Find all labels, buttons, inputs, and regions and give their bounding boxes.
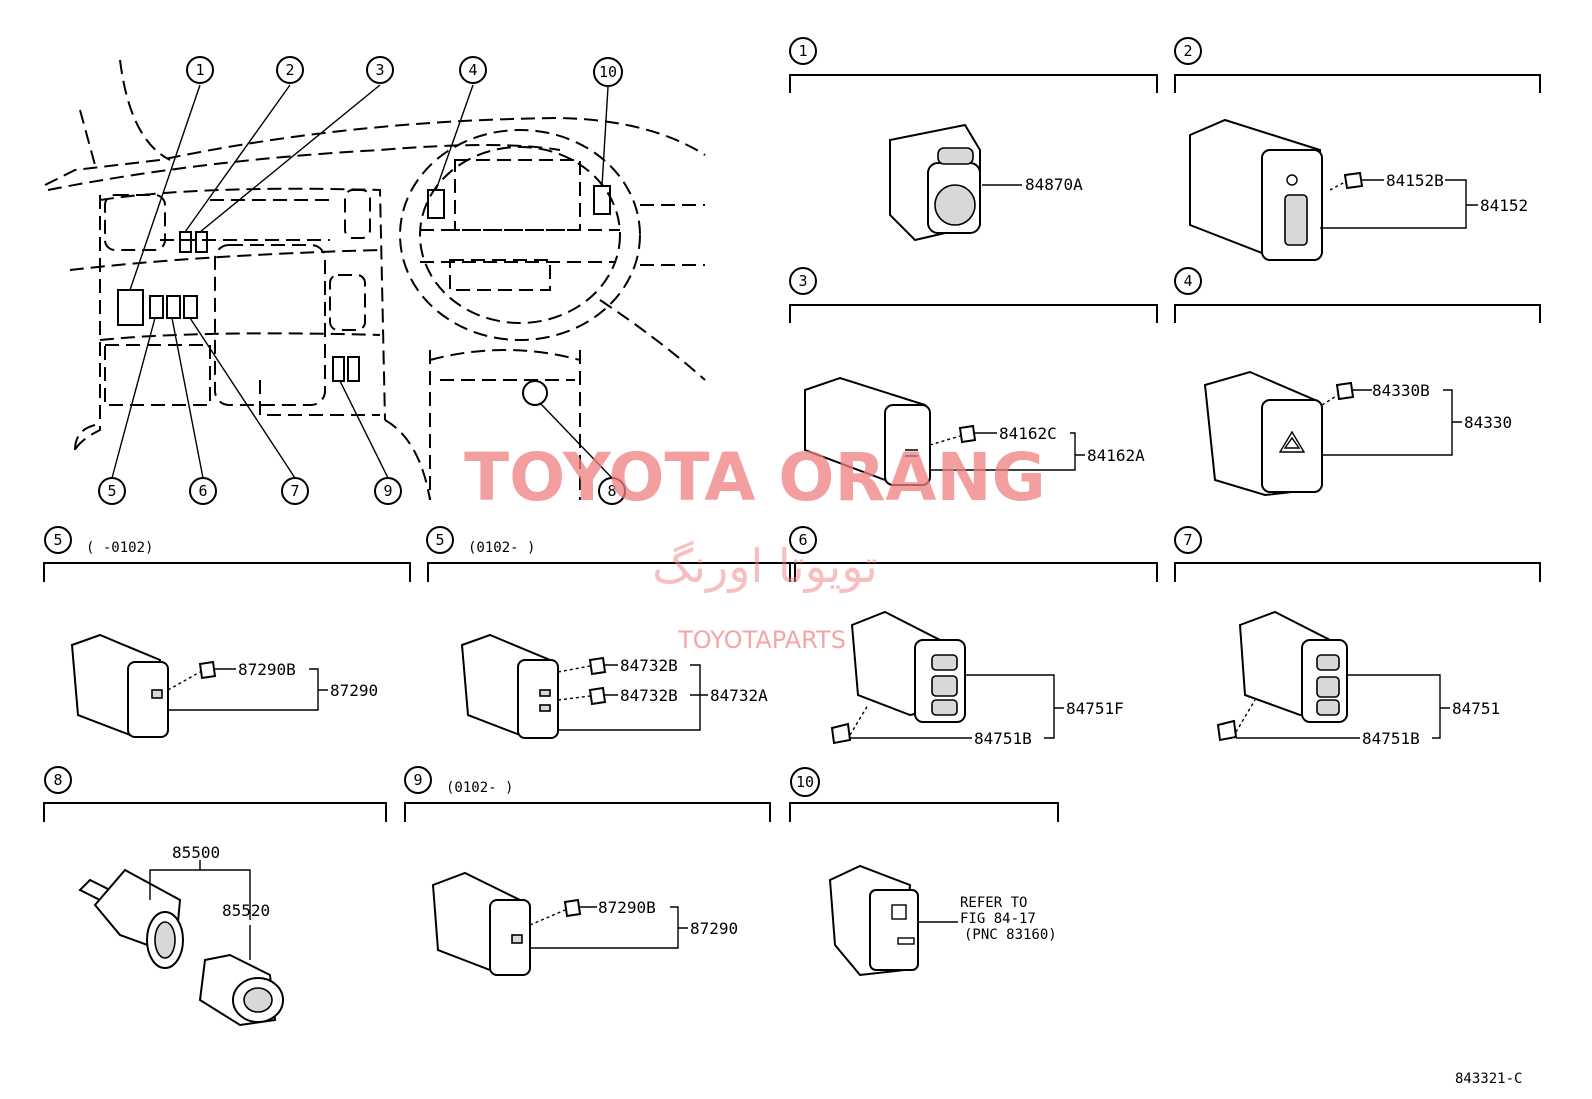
panel-7-number: 7	[1183, 531, 1192, 549]
part-84751B: 84751B	[974, 729, 1032, 748]
part-84732B-top: 84732B	[620, 656, 678, 675]
overview-callouts-bottom: 5 6 7 9 8	[98, 477, 626, 505]
callout-9: 9	[383, 482, 392, 500]
part-84162A: 84162A	[1087, 446, 1145, 465]
part-84751B-p7: 84751B	[1362, 729, 1420, 748]
blank-switch-icon	[70, 633, 169, 738]
part-84732A: 84732A	[710, 686, 768, 705]
part-87290B-p9: 87290B	[598, 898, 656, 917]
fog-light-switch-icon	[804, 376, 931, 486]
panel-9-number: 9	[413, 771, 422, 789]
seat-heater-dual-switch-icon	[850, 610, 966, 723]
panel-10: 10 REFER TO FIG 84-17 (PNC 83160)	[789, 767, 1059, 977]
refer-line-3: (PNC 83160)	[964, 927, 1057, 943]
panel-10-number: 10	[796, 773, 814, 791]
callout-6: 6	[198, 482, 207, 500]
panel-4: 4 84330B 84330	[1174, 267, 1541, 497]
part-84330: 84330	[1464, 413, 1512, 432]
panel-6-number: 6	[798, 531, 807, 549]
part-84870A: 84870A	[1025, 175, 1083, 194]
panel-5b-number: 5	[435, 531, 444, 549]
part-85520: 85520	[222, 901, 270, 920]
part-84751F: 84751F	[1066, 699, 1124, 718]
panel-7: 7 84751 84751B	[1174, 526, 1541, 748]
panel-1: 1 84870A	[789, 37, 1158, 242]
callout-8: 8	[607, 482, 616, 500]
mirror-switch-icon	[889, 123, 981, 242]
panel-1-number: 1	[798, 42, 807, 60]
overview-callouts-top: 1 2 3 4 10	[186, 56, 623, 87]
watermark: TOYOTA ORANG تویوتا اورنگ TOYOTAPARTS	[464, 439, 1046, 654]
part-85500: 85500	[172, 843, 220, 862]
panel-2: 2 84152B 84152	[1174, 37, 1541, 262]
panel-3: 3 84162C 84162A	[789, 267, 1158, 486]
part-84751: 84751	[1452, 699, 1500, 718]
callout-4: 4	[468, 61, 477, 79]
panel-4-number: 4	[1183, 272, 1192, 290]
part-87290: 87290	[330, 681, 378, 700]
part-87290-p9: 87290	[690, 919, 738, 938]
part-84732B-bottom: 84732B	[620, 686, 678, 705]
callout-5: 5	[107, 482, 116, 500]
panel-5a-date: ( -0102)	[86, 540, 153, 556]
watermark-latin: TOYOTA ORANG	[464, 439, 1046, 516]
cigarette-lighter-icon	[78, 868, 284, 1027]
refer-line-1: REFER TO	[960, 895, 1027, 911]
dashboard-overview	[44, 59, 706, 501]
switch-10-icon	[828, 864, 919, 977]
panel-8: 8 85500 85520	[43, 766, 387, 1027]
callout-10: 10	[599, 63, 617, 81]
panel-3-number: 3	[798, 272, 807, 290]
refer-line-2: FIG 84-17	[960, 911, 1036, 927]
part-84330B: 84330B	[1372, 381, 1430, 400]
panel-5b-date: (0102- )	[468, 540, 535, 556]
watermark-persian: تویوتا اورنگ	[652, 539, 878, 594]
panel-5a: 5 ( -0102) 87290B 87290	[43, 526, 411, 738]
callout-1: 1	[195, 61, 204, 79]
panel-5b: 5 (0102- ) 84732B 84732B 84732A	[426, 526, 796, 739]
panel-9: 9 (0102- ) 87290B 87290	[404, 766, 771, 976]
part-84152: 84152	[1480, 196, 1528, 215]
callout-3: 3	[375, 61, 384, 79]
watermark-parts: TOYOTAPARTS	[677, 626, 846, 654]
panel-6: 6 84751F 84751B	[789, 526, 1158, 748]
part-84152B: 84152B	[1386, 171, 1444, 190]
seat-heater-switch-icon	[460, 633, 559, 739]
callout-2: 2	[285, 61, 294, 79]
part-84162C: 84162C	[999, 424, 1057, 443]
callout-7: 7	[290, 482, 299, 500]
figure-id: 843321-C	[1455, 1071, 1522, 1087]
panel-9-date: (0102- )	[446, 780, 513, 796]
panel-5a-number: 5	[53, 531, 62, 549]
part-87290B: 87290B	[238, 660, 296, 679]
blank-switch-9-icon	[431, 871, 531, 976]
dimmer-switch-icon	[1189, 118, 1323, 262]
panel-8-number: 8	[53, 771, 62, 789]
panel-2-number: 2	[1183, 42, 1192, 60]
hazard-switch-icon	[1203, 370, 1323, 497]
seat-heater-switch-right-icon	[1238, 610, 1348, 723]
